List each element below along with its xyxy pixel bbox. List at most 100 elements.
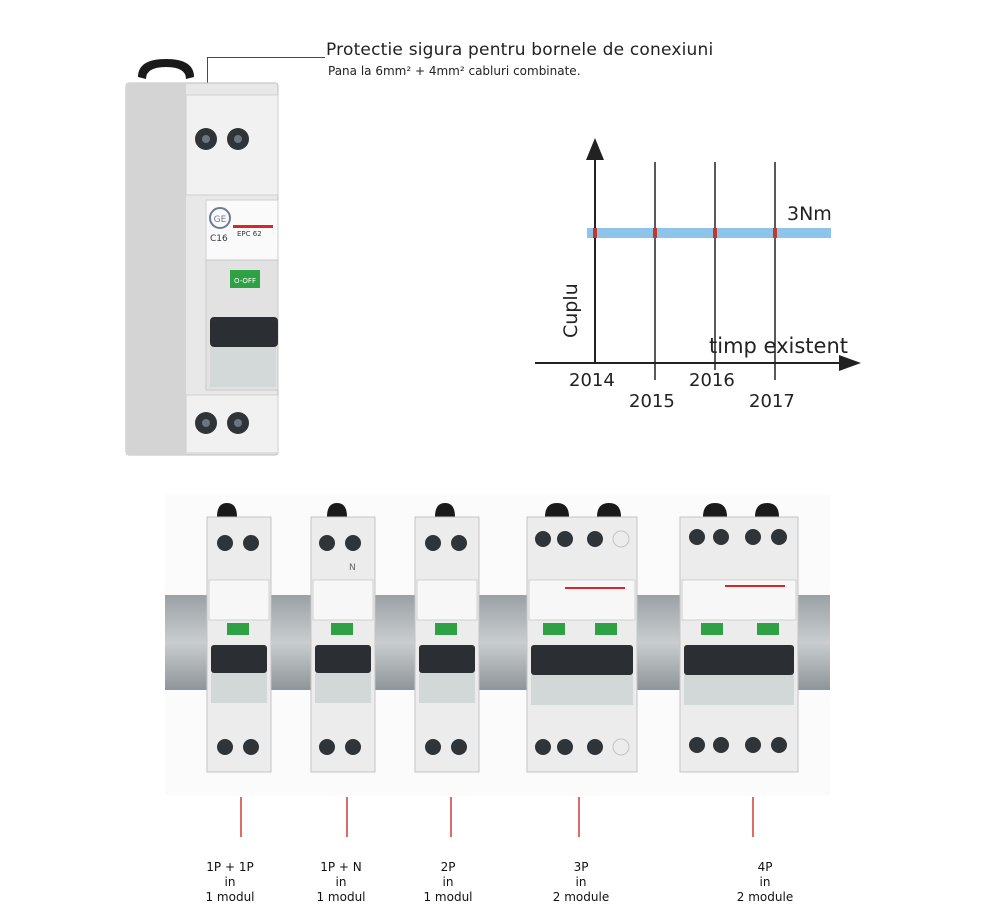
terminal-screw: [345, 739, 361, 755]
terminal-screw: [689, 737, 705, 753]
clear-cover: [210, 347, 276, 387]
neutral-mark: N: [349, 563, 356, 573]
on-off-indicator: [543, 623, 565, 635]
red-stripe: [233, 225, 273, 228]
rail-breaker-2p: [414, 503, 480, 773]
terminal-screw: [217, 739, 233, 755]
terminal-screw: [535, 531, 551, 547]
terminal-screw: [557, 531, 573, 547]
variant-in: in: [575, 875, 587, 889]
toggle-lever: [531, 645, 633, 675]
x-axis-label: timp existent: [709, 334, 848, 358]
red-stripe: [565, 587, 625, 589]
variant-caption: 1P + N in 1 modul: [286, 860, 396, 905]
screw-head: [202, 135, 210, 143]
breaker-body: [679, 516, 799, 773]
terminal-screw: [451, 535, 467, 551]
torque-marker: [713, 228, 717, 238]
toggle-lever: [315, 645, 371, 673]
screw-head: [234, 419, 242, 427]
empty-terminal: [612, 530, 630, 548]
variant-tick-1: [240, 797, 242, 837]
breaker-body: [414, 516, 480, 773]
variant-poles: 3P: [573, 860, 589, 874]
variant-poles: 4P: [757, 860, 773, 874]
breaker-body: [526, 516, 638, 773]
variant-modules: 1 modul: [316, 890, 366, 904]
screw-head: [234, 135, 242, 143]
terminal-screw: [535, 739, 551, 755]
hanger-clip: [138, 59, 194, 79]
clear-cover: [211, 673, 267, 703]
red-stripe: [725, 585, 785, 587]
torque-label: 3Nm: [787, 203, 832, 225]
terminal-screw: [689, 529, 705, 545]
main-breaker-drawing: GE EPC 62 C16 O-OFF: [125, 59, 279, 456]
main-breaker-image: GE EPC 62 C16 O-OFF: [120, 55, 295, 460]
rail-breaker-3p: [526, 503, 638, 773]
breaker-body: [206, 516, 272, 773]
variant-caption: 1P + 1P in 1 modul: [175, 860, 285, 905]
torque-chart-svg: 3Nm timp existent Cuplu 2014 2015 2016 2…: [535, 138, 861, 412]
screw-head: [202, 419, 210, 427]
on-off-indicator: [331, 623, 353, 635]
torque-chart: 3Nm timp existent Cuplu 2014 2015 2016 2…: [525, 130, 875, 420]
rail-breaker-1p1p: [206, 503, 272, 773]
variant-tick-2: [346, 797, 348, 837]
variant-modules: 1 modul: [423, 890, 473, 904]
breaker-body: [310, 516, 376, 773]
year-label-2017: 2017: [749, 391, 795, 412]
variant-in: in: [335, 875, 347, 889]
terminal-screw: [243, 739, 259, 755]
label-panel: [528, 579, 636, 621]
terminal-screw: [771, 737, 787, 753]
din-rail-photo: N: [165, 495, 830, 795]
terminal-screw: [425, 739, 441, 755]
hanger-clip: [217, 503, 237, 517]
hanger-clip: [703, 503, 727, 517]
on-off-indicator: [227, 623, 249, 635]
variant-tick-5: [752, 797, 754, 837]
variant-modules: 2 module: [736, 890, 794, 904]
clear-cover: [531, 675, 633, 705]
model-label: EPC 62: [237, 230, 262, 238]
on-off-indicator: [701, 623, 723, 635]
variant-poles: 1P + N: [320, 860, 362, 874]
clear-cover: [315, 673, 371, 703]
hanger-clip: [327, 503, 347, 517]
year-label-2015: 2015: [629, 391, 675, 412]
variant-poles: 1P + 1P: [206, 860, 254, 874]
terminal-screw: [451, 739, 467, 755]
variant-caption: 2P in 1 modul: [393, 860, 503, 905]
year-label-2014: 2014: [569, 370, 615, 391]
label-panel: [205, 199, 279, 261]
variant-in: in: [224, 875, 236, 889]
on-off-indicator: [595, 623, 617, 635]
terminal-screw: [713, 737, 729, 753]
din-rail-drawing: N: [165, 495, 830, 795]
torque-marker: [653, 228, 657, 238]
x-axis-arrow: [839, 355, 861, 371]
empty-terminal: [612, 738, 630, 756]
variant-in: in: [759, 875, 771, 889]
breaker-side: [126, 83, 186, 455]
toggle-lever: [211, 645, 267, 673]
label-panel: [416, 579, 478, 621]
terminal-screw: [745, 529, 761, 545]
terminal-screw: [587, 531, 603, 547]
brand-logo: [209, 207, 231, 229]
annotation-leader-horizontal: [207, 57, 325, 58]
on-off-indicator: [435, 623, 457, 635]
label-panel: [208, 579, 270, 621]
terminal-screw: [745, 737, 761, 753]
variant-in: in: [442, 875, 454, 889]
clear-cover: [684, 675, 794, 705]
terminal-screw: [345, 535, 361, 551]
terminal-screw: [319, 739, 335, 755]
torque-band: [587, 228, 831, 238]
torque-marker: [593, 228, 597, 238]
variant-caption: 4P in 2 module: [710, 860, 820, 905]
variant-modules: 2 module: [552, 890, 610, 904]
terminal-screw: [217, 535, 233, 551]
on-off-indicator: [757, 623, 779, 635]
